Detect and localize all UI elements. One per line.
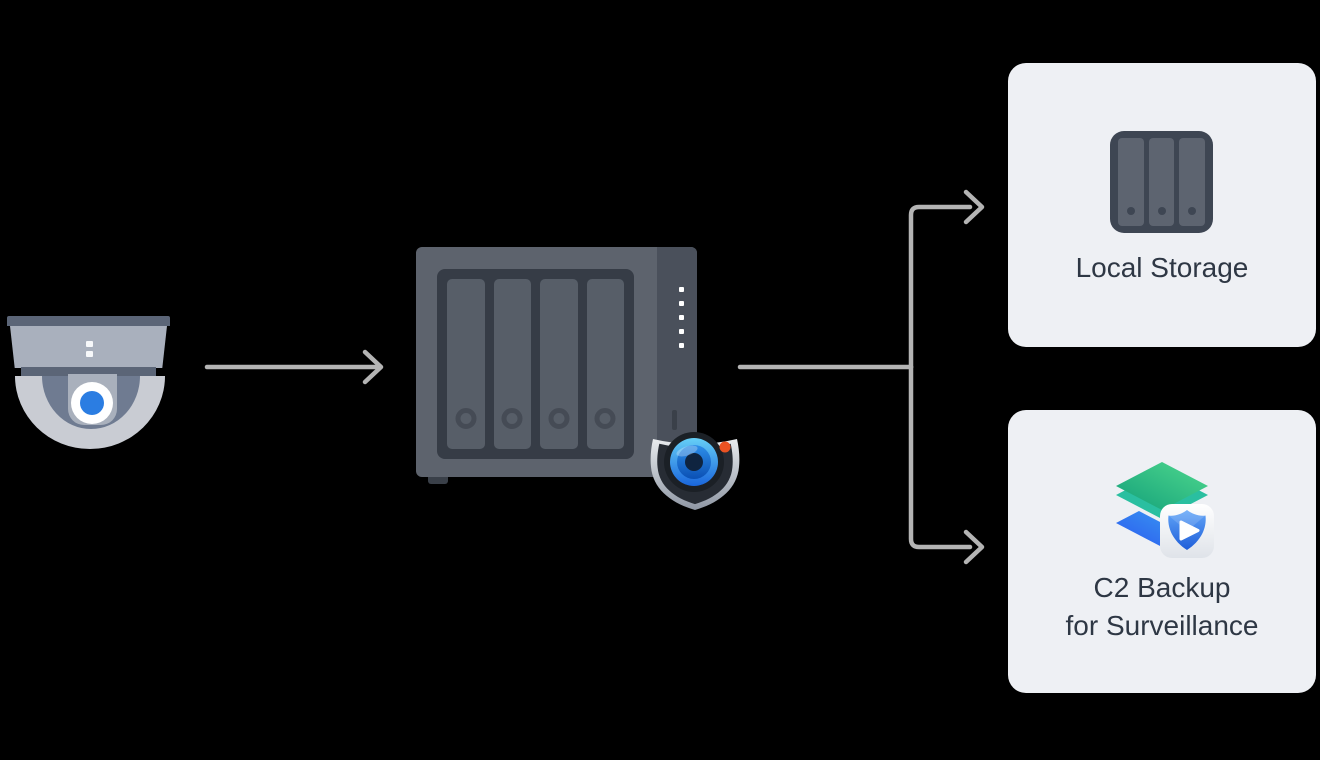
nas-device-icon (416, 247, 697, 484)
branch-to-c2-backup (908, 364, 973, 550)
camera-neck-band (21, 367, 156, 377)
arrowhead-local-storage (963, 189, 985, 225)
storage-bay (1179, 138, 1206, 226)
nas-power-slot (672, 410, 677, 430)
play-icon (1179, 520, 1200, 541)
led-icon (679, 329, 684, 334)
c2-backup-card: C2 Backup for Surveillance (1008, 410, 1316, 693)
nas-status-leds (679, 287, 684, 348)
surveillance-station-shield-icon (650, 432, 740, 510)
local-storage-card: Local Storage (1008, 63, 1316, 347)
camera-body (10, 326, 167, 368)
record-led-icon (719, 441, 731, 453)
c2-backup-label: C2 Backup for Surveillance (1008, 569, 1316, 645)
led-icon (679, 343, 684, 348)
camera-indicator-dot (86, 341, 93, 347)
drive-lock-icon (548, 408, 570, 429)
arrowhead-c2-backup (963, 529, 985, 565)
c2-layer-green (1116, 462, 1208, 510)
c2-backup-label-line2: for Surveillance (1065, 610, 1259, 641)
led-icon (679, 315, 684, 320)
dome-camera-icon (7, 316, 170, 449)
drive-lock-icon (455, 408, 477, 429)
c2-surveillance-icon (1116, 462, 1214, 558)
nas-drive-bay (493, 279, 531, 449)
storage-bay (1148, 138, 1175, 226)
led-icon (679, 287, 684, 292)
drive-lock-icon (501, 408, 523, 429)
arrowhead-camera-to-nas (362, 349, 384, 385)
camera-mount-bar (7, 316, 170, 326)
c2-shield-facet (1168, 510, 1206, 531)
drive-lock-icon (594, 408, 616, 429)
c2-backup-label-line1: C2 Backup (1093, 572, 1231, 603)
camera-lens-icon (80, 391, 104, 415)
nas-drive-bay (586, 279, 624, 449)
nas-foot (428, 477, 448, 484)
storage-array-icon (1110, 131, 1213, 233)
nas-drive-bay-frame (437, 269, 634, 459)
nas-drive-bay (540, 279, 578, 449)
branch-to-local-storage (908, 204, 973, 370)
storage-bay (1118, 138, 1144, 226)
local-storage-label: Local Storage (1075, 252, 1249, 283)
camera-indicator-dot (86, 351, 93, 357)
nas-drive-bay (447, 279, 485, 449)
led-icon (679, 301, 684, 306)
